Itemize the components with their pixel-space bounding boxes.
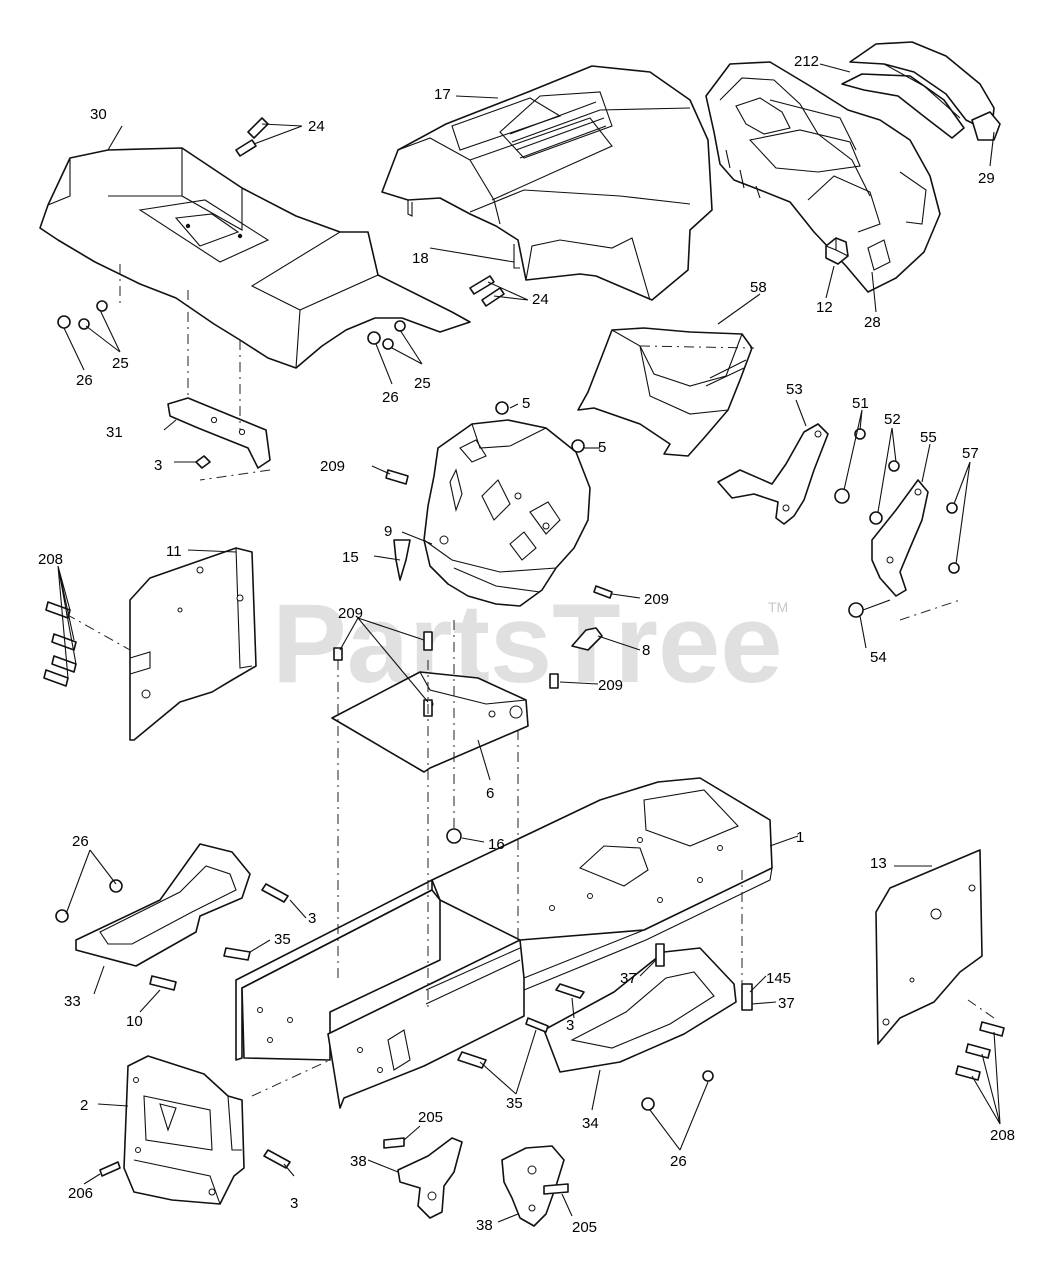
grille-part-212[interactable]	[705, 61, 941, 293]
callout-209: 209	[338, 605, 363, 622]
callout-34: 34	[582, 1115, 599, 1132]
callout-53: 53	[786, 381, 803, 398]
callout-10: 10	[126, 1013, 143, 1030]
panel-part-11[interactable]	[129, 547, 257, 741]
callout-26: 26	[670, 1153, 687, 1170]
clip-part-8[interactable]	[571, 627, 603, 651]
callout-16: 16	[488, 836, 505, 853]
callout-labels: 30 24 17 212 29 18 24 12 28 58 25 26 26 …	[38, 53, 1015, 1236]
callout-31: 31	[106, 424, 123, 441]
alignment-lines	[65, 264, 995, 1097]
callout-28: 28	[864, 314, 881, 331]
callout-3: 3	[290, 1195, 298, 1212]
bracket-part-53[interactable]	[717, 423, 829, 525]
callout-3: 3	[154, 457, 162, 474]
callout-35: 35	[506, 1095, 523, 1112]
callout-29: 29	[978, 170, 995, 187]
callout-8: 8	[642, 642, 650, 659]
callout-24: 24	[308, 118, 325, 135]
callout-12: 12	[816, 299, 833, 316]
callout-1: 1	[796, 829, 804, 846]
callout-26: 26	[76, 372, 93, 389]
callout-9: 9	[384, 523, 392, 540]
callout-26: 26	[382, 389, 399, 406]
callout-51: 51	[852, 395, 869, 412]
lens-part-29[interactable]	[841, 41, 1001, 141]
callout-33: 33	[64, 993, 81, 1010]
callout-17: 17	[434, 86, 451, 103]
callout-209: 209	[644, 591, 669, 608]
callout-2: 2	[80, 1097, 88, 1114]
callout-6: 6	[486, 785, 494, 802]
callout-25: 25	[414, 375, 431, 392]
callout-3: 3	[308, 910, 316, 927]
callout-5: 5	[522, 395, 530, 412]
bracket-part-38-right[interactable]	[501, 1145, 565, 1227]
callout-11: 11	[166, 543, 182, 560]
callout-209: 209	[320, 458, 345, 475]
callout-13: 13	[870, 855, 887, 872]
plate-part-6[interactable]	[331, 671, 529, 773]
callout-205: 205	[572, 1219, 597, 1236]
callout-208: 208	[990, 1127, 1015, 1144]
callout-26: 26	[72, 833, 89, 850]
callout-30: 30	[90, 106, 107, 123]
callout-37: 37	[778, 995, 795, 1012]
callout-205: 205	[418, 1109, 443, 1126]
callout-3: 3	[566, 1017, 574, 1034]
bracket-part-55[interactable]	[871, 479, 929, 597]
callout-24: 24	[532, 291, 549, 308]
callout-25: 25	[112, 355, 129, 372]
fender-part-30[interactable]	[39, 147, 471, 369]
callout-5: 5	[598, 439, 606, 456]
callout-57: 57	[962, 445, 979, 462]
callout-145: 145	[766, 970, 791, 987]
bracket-part-31[interactable]	[167, 397, 271, 469]
callout-212: 212	[794, 53, 819, 70]
callout-35: 35	[274, 931, 291, 948]
clip-part-12[interactable]	[825, 237, 849, 265]
callout-15: 15	[342, 549, 359, 566]
callout-58: 58	[750, 279, 767, 296]
leader-lines	[57, 63, 1001, 1223]
bracket-part-34[interactable]	[543, 947, 737, 1073]
bracket-part-38-left[interactable]	[397, 1137, 463, 1219]
hood-part-17[interactable]	[381, 65, 713, 301]
watermark-text: PartsTree	[272, 581, 783, 706]
callout-38: 38	[476, 1217, 493, 1234]
dash-part-9[interactable]	[423, 419, 591, 607]
frame-part-1[interactable]	[235, 777, 773, 1109]
callout-18: 18	[412, 250, 429, 267]
callout-52: 52	[884, 411, 901, 428]
callout-54: 54	[870, 649, 887, 666]
callout-206: 206	[68, 1185, 93, 1202]
hitch-part-2[interactable]	[123, 1055, 245, 1205]
callout-55: 55	[920, 429, 937, 446]
callout-38: 38	[350, 1153, 367, 1170]
callout-37: 37	[620, 970, 637, 987]
shield-part-58[interactable]	[577, 327, 755, 457]
bracket-part-33[interactable]	[75, 843, 251, 967]
panel-part-13[interactable]	[875, 849, 983, 1045]
callout-208: 208	[38, 551, 63, 568]
callout-209: 209	[598, 677, 623, 694]
watermark-tm: TM	[768, 599, 788, 615]
fasteners	[43, 117, 1005, 1195]
